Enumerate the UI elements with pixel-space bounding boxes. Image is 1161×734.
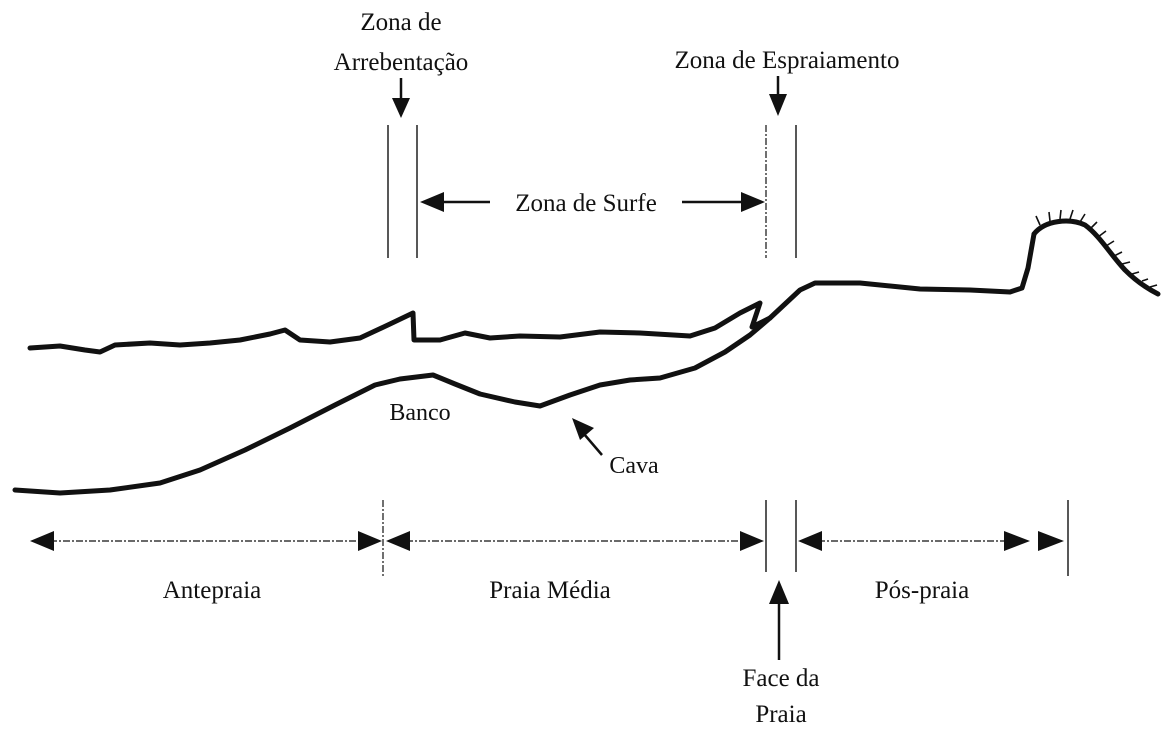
face-da-praia-up-arrow	[769, 580, 789, 660]
water-surface-line	[27, 231, 1037, 355]
label-banco: Banco	[389, 400, 450, 426]
seafloor-profile	[12, 315, 773, 496]
label-antepraia: Antepraia	[163, 577, 262, 604]
dune-vegetation	[1035, 209, 1158, 288]
label-cava: Cava	[609, 453, 659, 479]
label-pos-praia: Pós-praia	[875, 577, 969, 604]
arrebentacao-down-arrow	[392, 78, 410, 118]
label-zona-arrebentacao-2: Arrebentação	[334, 49, 469, 76]
label-face-da-praia-1: Face da	[742, 665, 819, 692]
pos-praia-span-arrow	[798, 531, 1064, 551]
cava-pointer-arrow	[572, 418, 603, 456]
label-praia-media: Praia Média	[489, 577, 610, 604]
praia-media-span-arrow	[386, 531, 764, 551]
surf-zone-right-arrow	[682, 192, 765, 212]
label-zona-espraiamento: Zona de Espraiamento	[675, 47, 900, 74]
espraiamento-down-arrow	[769, 76, 787, 116]
label-face-da-praia-2: Praia	[755, 701, 806, 728]
antepraia-span-arrow	[30, 531, 382, 551]
label-zona-arrebentacao-1: Zona de	[360, 9, 441, 36]
label-zona-surfe: Zona de Surfe	[515, 190, 657, 217]
surf-zone-left-arrow	[420, 192, 490, 212]
dune-crest	[1031, 218, 1161, 297]
